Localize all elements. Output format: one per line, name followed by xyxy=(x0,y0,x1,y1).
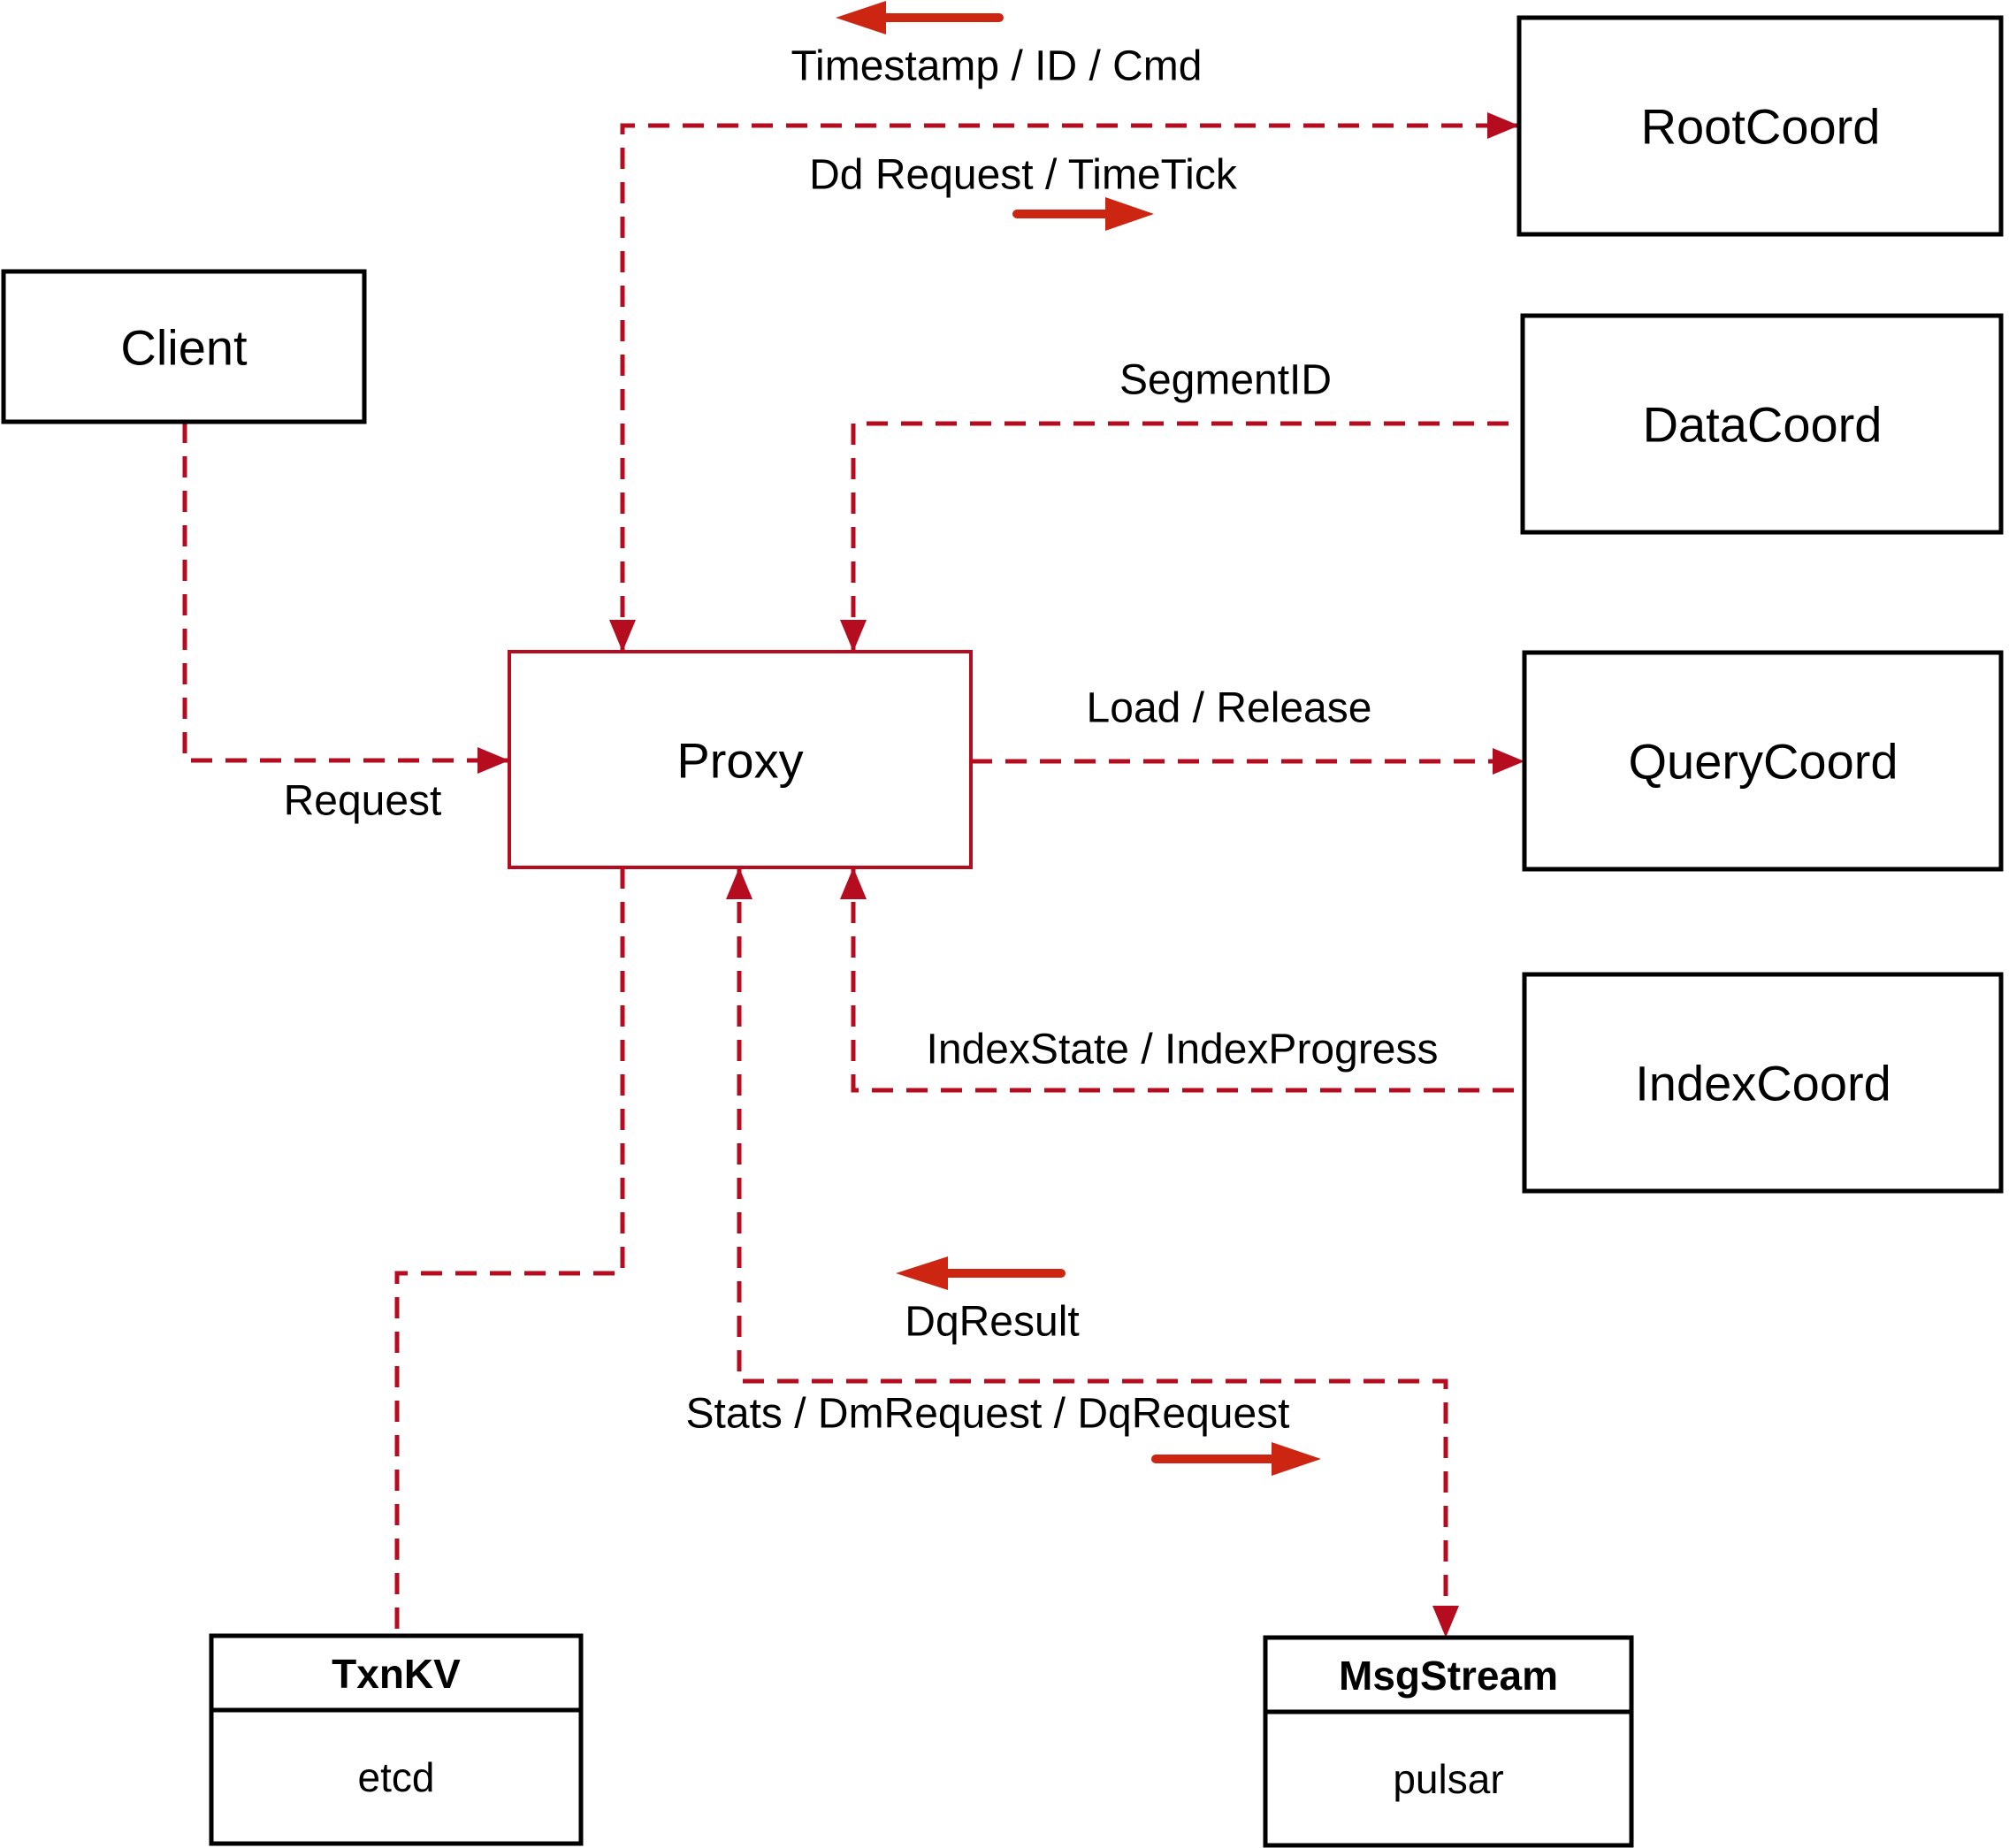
querycoord-label: QueryCoord xyxy=(1628,734,1898,790)
rootcoord-label: RootCoord xyxy=(1641,99,1881,155)
right-arrow-ddrequest-icon xyxy=(1012,197,1154,231)
node-querycoord: QueryCoord xyxy=(1522,650,2004,872)
edge-label-segmentid: SegmentID xyxy=(1119,357,1332,404)
arrowhead-into-proxy-top-left-icon xyxy=(609,620,636,652)
left-arrow-timestamp-icon xyxy=(836,1,1004,34)
proxy-label: Proxy xyxy=(676,733,803,789)
node-indexcoord: IndexCoord xyxy=(1522,972,2004,1194)
indexcoord-box xyxy=(1522,972,2004,1194)
right-arrow-ddrequest-head xyxy=(1105,197,1154,231)
edge-label-ddrequest: Dd Request / TimeTick xyxy=(809,152,1238,199)
querycoord-box xyxy=(1522,650,2004,872)
msgstream-subtitle: pulsar xyxy=(1393,1756,1503,1802)
node-proxy: Proxy xyxy=(508,650,973,869)
edge-label-layer: Timestamp / ID / Cmd Dd Request / TimeTi… xyxy=(284,43,1439,1438)
edge-label-stats: Stats / DmRequest / DqRequest xyxy=(686,1391,1290,1438)
left-arrow-dqresult-icon xyxy=(896,1256,1066,1290)
direction-arrows xyxy=(836,1,1321,1476)
node-txnkv: TxnKV etcd xyxy=(209,1633,584,1846)
edge-label-dqresult: DqResult xyxy=(905,1299,1079,1346)
arrowhead-into-rootcoord-icon xyxy=(1487,112,1519,139)
proxy-box xyxy=(508,650,973,869)
right-arrow-stats-icon xyxy=(1151,1442,1321,1476)
node-rootcoord: RootCoord xyxy=(1516,15,2004,237)
msgstream-box xyxy=(1263,1635,1634,1848)
datacoord-box xyxy=(1520,313,2004,535)
client-label: Client xyxy=(120,320,248,376)
edge-arrowheads xyxy=(477,112,1524,1638)
left-arrow-dqresult-head xyxy=(896,1256,948,1290)
edge-indexcoord-proxy xyxy=(851,867,1524,1093)
msgstream-title: MsgStream xyxy=(1339,1653,1558,1699)
edges xyxy=(182,123,1524,1638)
edge-proxy-rootcoord xyxy=(620,123,1519,652)
right-arrow-stats-head xyxy=(1272,1442,1321,1476)
indexcoord-label: IndexCoord xyxy=(1635,1056,1891,1111)
txnkv-box xyxy=(209,1633,584,1846)
edge-datacoord-proxy xyxy=(851,421,1523,652)
arrowhead-into-msgstream-icon xyxy=(1432,1606,1459,1638)
left-arrow-timestamp-head xyxy=(836,1,886,34)
arrowhead-into-proxy-left-icon xyxy=(477,747,509,774)
arrowhead-into-proxy-bottom-right-icon xyxy=(840,867,867,899)
arrowhead-into-querycoord-icon xyxy=(1493,748,1524,775)
edge-client-proxy xyxy=(182,422,509,763)
node-client: Client xyxy=(1,269,367,424)
arrowhead-into-proxy-top-right-icon xyxy=(840,620,867,652)
node-msgstream: MsgStream pulsar xyxy=(1263,1635,1634,1848)
edge-label-timestamp: Timestamp / ID / Cmd xyxy=(791,43,1203,90)
edge-proxy-txnkv xyxy=(394,867,625,1636)
txnkv-subtitle: etcd xyxy=(358,1754,435,1800)
arrowhead-into-proxy-bottom-left-icon xyxy=(726,867,752,899)
edge-label-loadrelease: Load / Release xyxy=(1087,685,1372,732)
edge-label-indexstate: IndexState / IndexProgress xyxy=(927,1027,1439,1073)
node-datacoord: DataCoord xyxy=(1520,313,2004,535)
client-box xyxy=(1,269,367,424)
edge-label-request: Request xyxy=(284,778,442,825)
rootcoord-box xyxy=(1516,15,2004,237)
datacoord-label: DataCoord xyxy=(1643,397,1883,453)
txnkv-title: TxnKV xyxy=(332,1651,461,1697)
edge-proxy-msgstream xyxy=(737,867,1448,1638)
